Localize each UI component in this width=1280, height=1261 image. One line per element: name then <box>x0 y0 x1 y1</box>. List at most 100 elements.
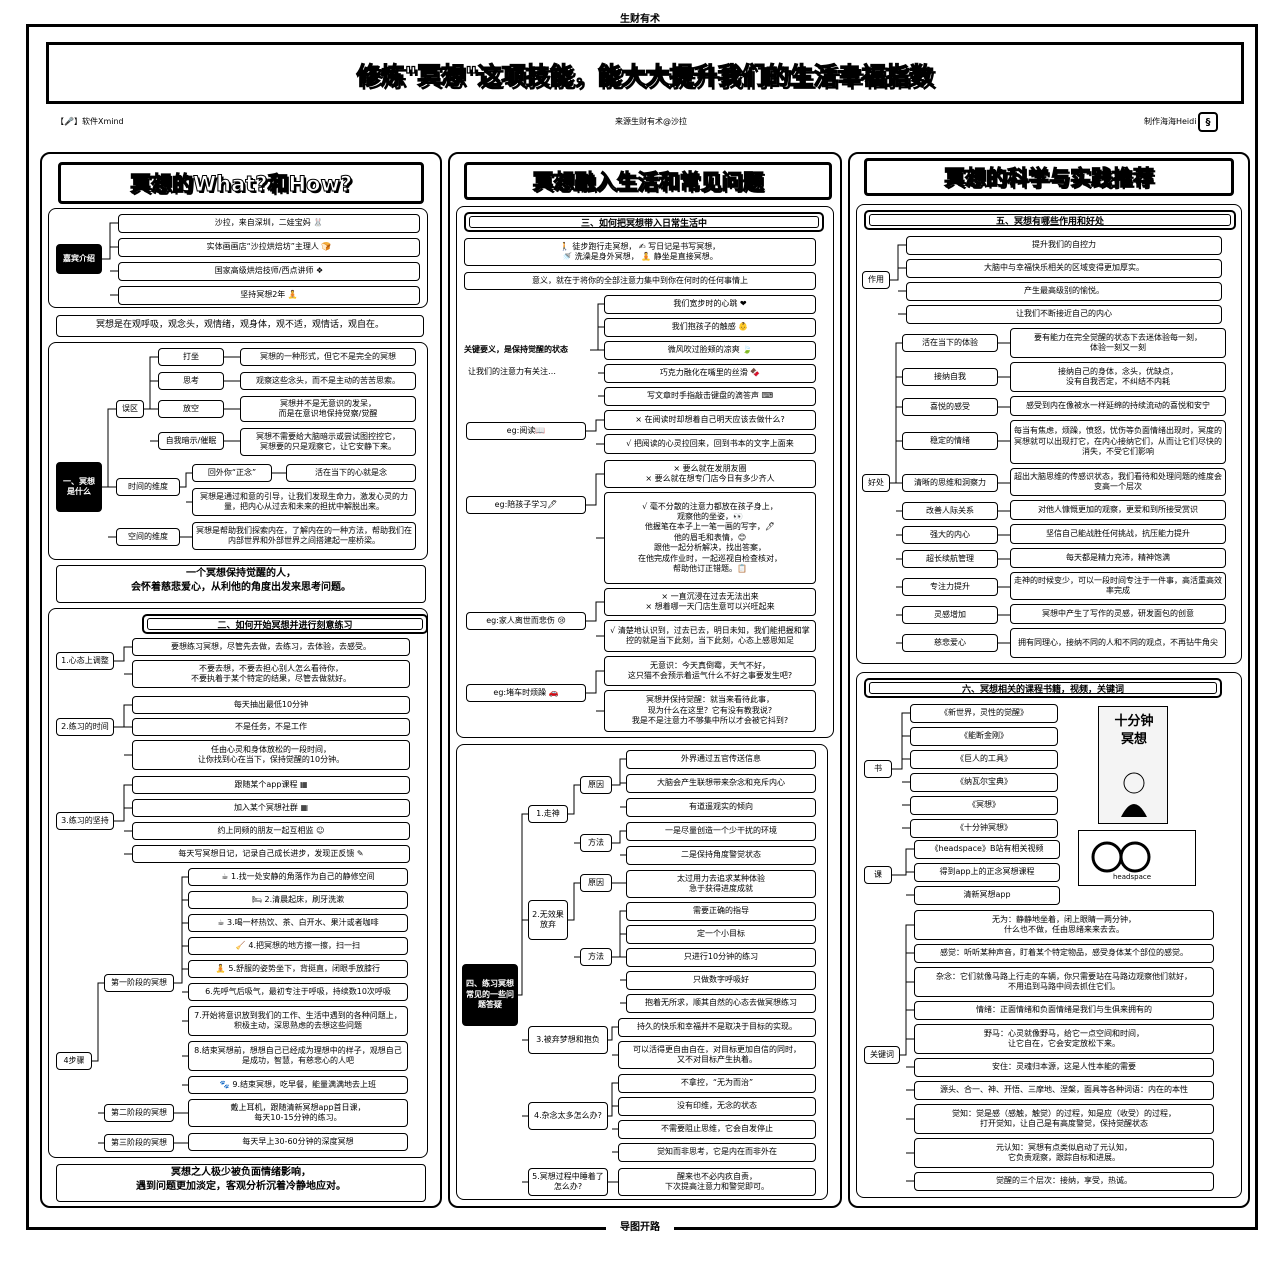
phase-3: 第三阶段的冥想 <box>104 1134 174 1152</box>
guest-intro-label: 嘉宾介绍 <box>56 244 102 274</box>
keyword-item: 感觉：听听某种声音，盯着某个特定物品，感受身体某个部位的感觉。 <box>914 944 1214 963</box>
column1-title: 冥想的What?和How? <box>58 162 424 204</box>
node-space-dimension: 空间的维度 <box>116 528 180 546</box>
desc-space: 冥想是帮助我们探索内在，了解内在的一种方法，帮助我们在内部世界和外部世界之间搭建… <box>192 522 416 550</box>
resources-header: 六、冥想相关的课程书籍，视频，关键词 <box>864 678 1222 698</box>
desc-sitting: 冥想的一种形式，但它不是完全的冥想 <box>240 348 416 366</box>
q-fell-asleep: 5.冥想过程中睡着了怎么办? <box>528 1168 608 1196</box>
phase1-step: 🐾 9.结束冥想，吃早餐，能量满满地去上班 <box>188 1076 408 1094</box>
book-cover-image: 十分钟 冥想 <box>1098 706 1168 824</box>
persist-a: 跟随某个app课程 ▦ <box>132 776 410 794</box>
benefit-name: 灵感增加 <box>902 606 998 624</box>
homework-wrong: × 要么就在发朋友圈 × 要么就在想专门店今日有多少齐人 <box>604 460 816 488</box>
book-item: 《十分钟冥想》 <box>910 819 1058 838</box>
keyword-item: 杂念：它们就像马路上行走的车辆，你只需要站在马路边观察他们就好， 不用追到马路中… <box>914 967 1214 997</box>
example-traffic: eg:堵车时烦躁 🚗 <box>466 684 586 702</box>
q-distraction: 1.走神 <box>528 805 568 823</box>
step-time: 2.练习的时间 <box>56 718 114 736</box>
meditation-definition: 冥想是在观呼吸，观念头，观情绪，观身体，观不适，观情话，观自在。 <box>56 315 424 337</box>
keyword-item: 元认知：冥想有点类似启动了元认知， 它负责观察，跟踪自标和进展。 <box>914 1138 1214 1168</box>
q1-reason-item: 大脑会产生联想带来杂念和充斥内心 <box>626 774 816 793</box>
benefits-header: 五、冥想有哪些作用和好处 <box>864 210 1236 230</box>
q3-answer-a: 持久的快乐和幸福并不是取决于目标的实现。 <box>618 1018 816 1037</box>
persist-c: 约上同频的朋友一起互相监 ☺ <box>132 822 410 840</box>
q1-reason: 原因 <box>580 776 612 794</box>
phase1-step: 🧹 4.把冥想的地方擦一擦，扫一扫 <box>188 937 408 955</box>
book-item: 《冥想》 <box>910 796 1058 815</box>
time-c: 任由心灵和身体放松的一段时间， 让你找到心在当下，保持觉醒的10分钟。 <box>132 740 410 770</box>
keywords-label: 关键词 <box>864 1046 900 1064</box>
what-is-label: 一、冥想是什么 <box>56 462 102 512</box>
benefit-name: 接纳自我 <box>902 368 998 386</box>
q-too-many-thoughts: 4.杂念太多怎么办? <box>528 1102 608 1130</box>
attention-item: 我们抱孩子的触感 👶 <box>604 318 816 337</box>
desc-time: 冥想是通过和意的引导，让我们发现生命力，激发心灵的力量，把内心从过去和未来的担扰… <box>192 488 416 516</box>
node-misconception: 误区 <box>116 400 144 418</box>
keyword-item: 觉知：觉是感（感触，触觉）的过程，知是应（收受）的过程， 打开觉知，让自己是有高… <box>914 1104 1214 1134</box>
q3-answer-b: 可以活得更自由自在，对目标更加自信的同时， 又不对目标产生执着。 <box>618 1041 816 1069</box>
effect-item: 产生最高级别的愉悦。 <box>906 282 1222 301</box>
step-mindset: 1.心态上调整 <box>56 652 114 670</box>
mindset-a: 要想练习冥想，尽管先去做，去练习，去体验，去感受。 <box>132 638 410 656</box>
daily-life-header: 三、如何把冥想带入日常生活中 <box>464 212 824 232</box>
book-item: 《巨人的工具》 <box>910 750 1058 769</box>
book-item: 《能断金刚》 <box>910 727 1058 746</box>
q4-answer: 没有印维，无念的状态 <box>618 1097 816 1116</box>
phase1-step: 8.结束冥想前，想想自己已经成为理想中的样子，观想自己是成功，智慧，有慈悲心的人… <box>188 1041 408 1071</box>
node-mindfulness: 回外你“正念” <box>192 464 272 482</box>
attention-item: 写文章时手指敲击键盘的滴答声 ⌨ <box>604 387 816 406</box>
homework-right: √ 毫不分散的注意力都放在孩子身上， 观察他的坐姿，👀 他握笔在本子上一笔一画的… <box>604 492 816 584</box>
daily-key-point: 关键要义，是保持觉醒的状态 <box>464 345 568 354</box>
intro-item: 沙拉，来自深圳，二娃宝妈 🐰 <box>118 214 420 233</box>
keyword-item: 野马：心灵就像野马，给它一点空间和时间， 让它自在，它会安定放松下来。 <box>914 1024 1214 1054</box>
benefit-desc: 冥想中产生了写作的灵感，研发面包的创意 <box>1010 604 1226 624</box>
quote2-box <box>56 1164 426 1202</box>
phase1-step: 🧘 5.舒服的姿势坐下，背挺直，闭眼手放膝行 <box>188 960 408 978</box>
benefit-desc: 接纳自己的身体，念头，优缺点， 没有自我否定，不纠结不内耗 <box>1010 362 1226 392</box>
benefit-name: 清晰的思维和洞察力 <box>902 474 998 492</box>
q4-answer: 不拿控，“无为而治” <box>618 1074 816 1093</box>
q2-method-item: 需要正确的指导 <box>626 902 816 921</box>
page-title: 修炼"冥想"这项技能，能大大提升我们的生活幸福指数 <box>356 61 934 90</box>
q1-reason-item: 外界通过五官传送信息 <box>626 750 816 769</box>
benefit-desc: 每天都是精力充沛，精神饱满 <box>1010 548 1226 568</box>
example-reading: eg:阅读📖 <box>466 422 586 440</box>
step-persist: 3.练习的坚持 <box>56 812 114 830</box>
q1-method-item: 二是保持角度警觉状态 <box>626 846 816 865</box>
benefit-name: 稳定的情绪 <box>902 432 998 450</box>
daily-attention: 让我们的注意力有关注… <box>468 367 556 376</box>
mindset-b: 不要去想，不要去担心别人怎么看待你， 不要执着于某个特定的结果，尽管去做就好。 <box>132 660 410 688</box>
benefit-name: 超长续航管理 <box>902 550 998 568</box>
q2-method-item: 只做数字呼吸好 <box>626 971 816 990</box>
traffic-unaware: 无意识：今天真倒霉，天气不好， 这只猫不会预示着运气什么不好之事要发生吧? <box>604 656 816 686</box>
grief-wrong: × 一直沉浸在过去无法出来 × 想着哪一天门店生意可以兴旺起来 <box>604 588 816 616</box>
daily-forms: 🚶 徒步跑行走冥想， ✍ 写日记是书写冥想， 🚿 洗澡是身外冥想， 🧘 静坐是直… <box>464 238 816 266</box>
headspace-logo-image: headspace <box>1078 830 1196 886</box>
how-section <box>48 608 428 1158</box>
time-a: 每天抽出最低10分钟 <box>132 696 410 714</box>
effect-item: 大脑中与幸福快乐相关的区域变得更加厚实。 <box>906 259 1222 278</box>
book-cover-title: 十分钟 冥想 <box>1114 714 1154 748</box>
persist-b: 加入某个冥想社群 ▦ <box>132 799 410 817</box>
intro-item: 坚持冥想2年 🧘 <box>118 286 420 305</box>
author-logo-icon: § <box>1198 112 1218 132</box>
benefit-desc: 拥有同理心，接纳不同的人和不同的观点，不再钻牛角尖 <box>1010 628 1226 658</box>
attention-item: 我们宽步时的心跳 ❤ <box>604 295 816 314</box>
phase1-step: ☕ 3.喝一杯热饮、茶、白开水、果汁或者咖啡 <box>188 914 408 932</box>
quote2-text: 冥想之人极少被负面情绪影响， 遇到问题更加淡定，客观分析沉着冷静地应对。 <box>136 1167 346 1192</box>
q-dreams: 3.被弃梦想和抱负 <box>528 1026 608 1054</box>
book-item: 《纳瓦尔宝典》 <box>910 773 1058 792</box>
meta-center: 来源生财有术@沙拉 <box>615 117 687 126</box>
keyword-item: 源头、合一、神、开悟、三摩地、涅槃，面具等各种词语：内在的本性 <box>914 1081 1214 1100</box>
node-blank: 放空 <box>158 400 224 418</box>
keyword-item: 觉醒的三个层次：接纳，享受，热诚。 <box>914 1172 1214 1191</box>
how-header: 二、如何开始冥想并进行刻意练习 <box>142 614 428 634</box>
benefit-desc: 坚信自己能战胜任何挑战，抗压能力提升 <box>1010 524 1226 544</box>
phase1-step: 🛏 2.清晨起床，刷牙洗漱 <box>188 891 408 909</box>
phase1-step: 7.开始将意识放到我们的工作、生活中遇到的各种问题上，积极主动，深思熟虑的去想这… <box>188 1006 408 1036</box>
course-item: 得到app上的正念冥想课程 <box>914 863 1060 882</box>
q-give-up: 2.无效果放弃 <box>528 900 568 940</box>
keyword-item: 情绪：正面情绪和负面情绪是我们与生俱来拥有的 <box>914 1001 1214 1020</box>
phase2-desc: 戴上耳机，跟随清新冥想app首日课， 每天10-15分钟的练习。 <box>188 1099 408 1127</box>
daily-life-section <box>456 206 834 738</box>
